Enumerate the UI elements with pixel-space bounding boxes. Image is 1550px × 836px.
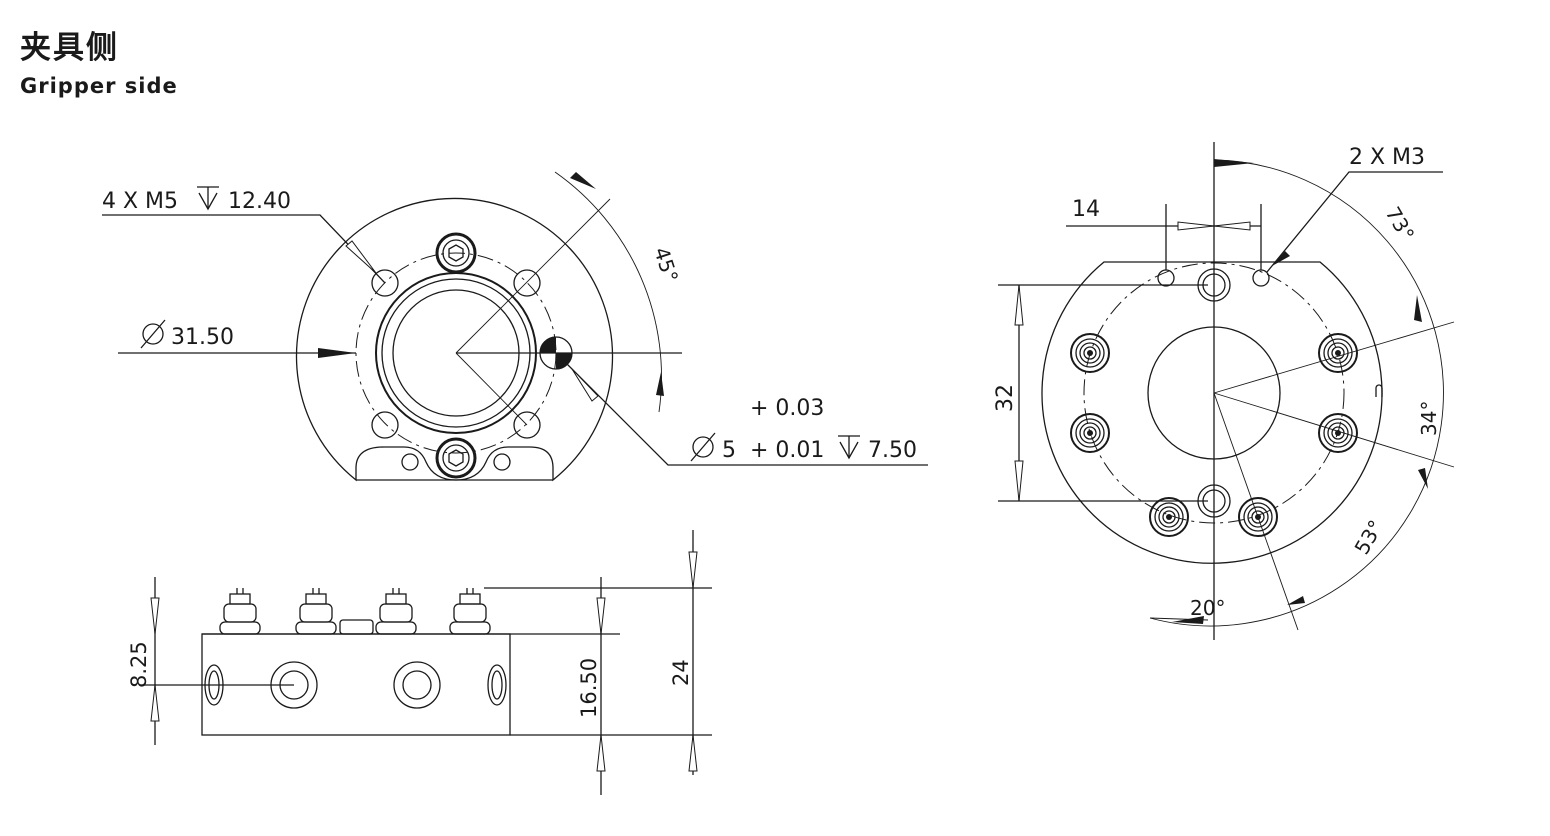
angle-label: 45° xyxy=(649,244,683,285)
thread-callout-m3-label: 2 X M3 xyxy=(1349,145,1425,170)
pin-depth-label: 7.50 xyxy=(868,438,917,463)
top-fitting xyxy=(295,588,337,635)
top-fitting xyxy=(375,588,417,635)
right-view: 2 X M3 14 32 73° 34° 53° 20° xyxy=(993,142,1455,640)
m5-hole xyxy=(513,269,541,297)
port-fitting-icon xyxy=(1318,413,1358,453)
pin-tolerance-upper: + 0.03 xyxy=(750,396,824,421)
dim-spacing-label: 14 xyxy=(1072,197,1100,222)
angle-top-label: 73° xyxy=(1381,203,1420,246)
m3-hole xyxy=(1252,269,1270,287)
diameter-symbol-icon xyxy=(140,319,166,349)
side-view: 8.25 16.50 24 xyxy=(127,530,712,795)
bottom-port xyxy=(435,437,477,479)
dim-height-label: 32 xyxy=(993,384,1018,412)
top-fitting xyxy=(219,588,261,635)
diameter-label: 31.50 xyxy=(171,325,234,350)
page-subtitle: Gripper side xyxy=(20,74,178,98)
m5-hole xyxy=(371,411,399,439)
depth-symbol-icon xyxy=(838,435,860,460)
top-fitting xyxy=(449,588,491,635)
angle-low-label: 53° xyxy=(1350,516,1389,559)
angle-mid-label: 34° xyxy=(1417,401,1441,436)
top-block xyxy=(339,619,374,635)
page-title: 夹具侧 xyxy=(20,30,119,66)
dim-height-total-label: 24 xyxy=(669,659,693,686)
port-fitting-icon xyxy=(1070,333,1110,373)
front-view: 4 X M5 12.40 31.50 45° + 0.03 5 + 0.01 7… xyxy=(102,171,928,482)
port-fitting-icon xyxy=(1149,497,1189,537)
dim-port-offset-label: 8.25 xyxy=(127,641,151,688)
depth-symbol-icon xyxy=(197,186,219,211)
pin-diameter-label: 5 xyxy=(722,438,736,463)
dim-body-height-label: 16.50 xyxy=(577,658,601,718)
pin-tolerance-lower: + 0.01 xyxy=(750,438,824,463)
diameter-symbol-icon xyxy=(690,432,716,462)
port-fitting-icon xyxy=(1318,333,1358,373)
m5-hole xyxy=(371,269,399,297)
front-body-outline xyxy=(295,197,614,482)
port-fitting-icon xyxy=(1070,413,1110,453)
right-body-outline xyxy=(1041,261,1383,564)
m5-hole xyxy=(513,411,541,439)
top-port xyxy=(435,232,477,274)
thread-depth-label: 12.40 xyxy=(228,189,291,214)
thread-callout-label: 4 X M5 xyxy=(102,189,178,214)
angle-bottom-label: 20° xyxy=(1190,596,1225,620)
